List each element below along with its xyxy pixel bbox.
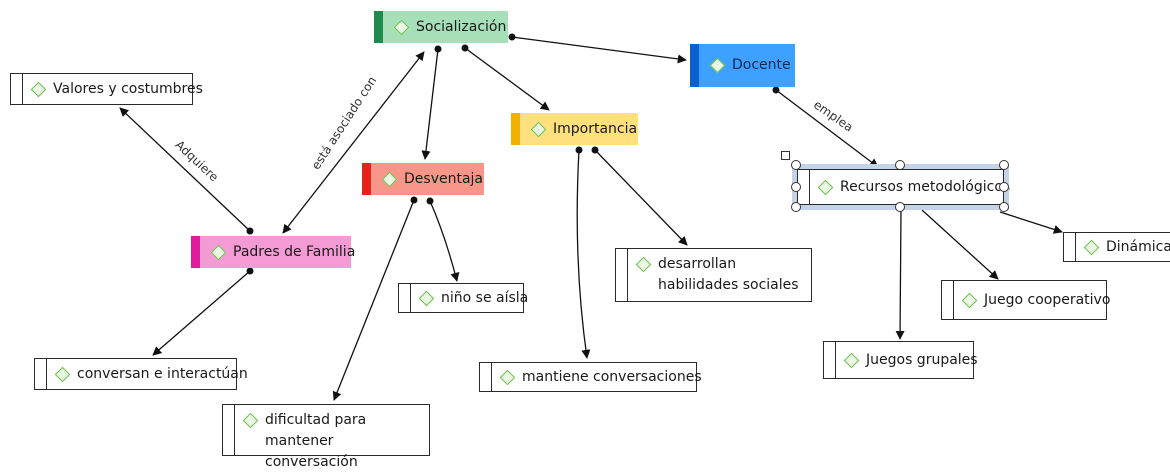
selection-anchor-handle[interactable] (781, 151, 790, 160)
topic-diamond-icon (242, 412, 259, 429)
edge-importancia-habilidades (594, 149, 688, 246)
node-color-tab (191, 236, 200, 268)
node-label: Importancia (553, 120, 638, 137)
node-label: mantiene conversaciones (522, 368, 702, 385)
edge-dot (410, 196, 418, 204)
resize-handle-bottom-left[interactable] (791, 202, 801, 212)
node-tab (399, 284, 411, 312)
node-label: niño se aísla (441, 289, 529, 306)
edge-dot (434, 45, 442, 53)
edge-importancia-mantiene (576, 149, 591, 359)
topic-diamond-icon (54, 366, 71, 382)
edge-padres-conversan (152, 270, 251, 356)
resize-handle-bottom-right[interactable] (999, 202, 1009, 212)
node-dinamicas[interactable]: Dinámicas (1063, 232, 1170, 262)
edge-desventaja-dificultad (332, 199, 415, 401)
edge-padres-valores (119, 107, 251, 232)
topic-diamond-icon (843, 352, 860, 368)
topic-diamond-icon (817, 179, 834, 195)
node-importancia[interactable]: Importancia (511, 113, 638, 145)
edge-dot (575, 146, 583, 154)
edge-desventaja-aisla (429, 200, 460, 282)
node-docente[interactable]: Docente (690, 44, 795, 87)
node-label: dificultad para mantener conversación (265, 412, 367, 470)
node-tab (798, 170, 810, 204)
node-label: Dinámicas (1106, 238, 1170, 255)
node-tab (942, 281, 954, 319)
node-desventaja[interactable]: Desventaja (362, 163, 484, 195)
topic-diamond-icon (499, 369, 516, 385)
edge-dot (246, 267, 254, 275)
node-padres-de-familia[interactable]: Padres de Familia (191, 236, 355, 268)
resize-handle-left[interactable] (791, 182, 801, 192)
node-dificultad[interactable]: dificultad para mantener conversación (222, 404, 430, 470)
node-color-tab (374, 11, 383, 43)
node-valores-y-costumbres[interactable]: Valores y costumbres (10, 73, 203, 105)
topic-diamond-icon (961, 292, 978, 308)
topic-diamond-icon (530, 121, 547, 137)
topic-diamond-icon (709, 57, 726, 74)
node-tab (223, 405, 235, 455)
node-color-tab (362, 163, 371, 195)
node-socializacion[interactable]: Socialización (374, 11, 508, 43)
edge-dot (508, 33, 516, 41)
node-label: Socialización (416, 18, 507, 35)
node-label: Padres de Familia (233, 243, 356, 260)
topic-diamond-icon (1083, 239, 1100, 255)
node-label: desarrollan habilidades sociales (658, 256, 799, 293)
node-tab (1064, 233, 1076, 261)
edge-socializacion-importancia (464, 47, 550, 111)
node-tab (824, 342, 836, 378)
node-label: Docente (732, 57, 791, 73)
resize-handle-top[interactable] (895, 160, 905, 170)
edge-socializacion-docente (511, 36, 687, 64)
node-tab (35, 359, 47, 389)
node-tab (616, 249, 628, 301)
resize-handle-right[interactable] (999, 182, 1009, 192)
edge-dot (461, 44, 469, 52)
node-label: Desventaja (404, 170, 483, 187)
topic-diamond-icon (381, 171, 398, 187)
node-recursos-metodologicos[interactable]: Recursos metodológicos (792, 164, 1010, 210)
topic-diamond-icon (418, 290, 435, 306)
node-label: Recursos metodológicos (840, 178, 1011, 195)
edge-dot (426, 197, 434, 205)
connector-lines (119, 33, 1063, 401)
resize-handle-bottom[interactable] (895, 202, 905, 212)
edge-docente-recursos (775, 89, 879, 168)
node-tab (11, 74, 23, 104)
node-label: Juego cooperativo (984, 291, 1111, 308)
resize-handle-top-left[interactable] (791, 160, 801, 170)
node-conversan-e-interactuan[interactable]: conversan e interactúan (34, 358, 248, 390)
edge-recursos-dinamicas (999, 211, 1063, 234)
topic-diamond-icon (210, 244, 227, 260)
topic-diamond-icon (393, 19, 410, 35)
node-juegos-grupales[interactable]: Juegos grupales (823, 341, 978, 379)
edge-padres-socializacion (282, 51, 425, 234)
node-label: conversan e interactúan (77, 365, 248, 382)
node-label: Valores y costumbres (53, 80, 203, 97)
node-mantiene-conversaciones[interactable]: mantiene conversaciones (479, 362, 702, 392)
edge-dot (591, 146, 599, 154)
node-nino-se-aisla[interactable]: niño se aísla (398, 283, 528, 313)
node-desarrollan-habilidades[interactable]: desarrollan habilidades sociales (615, 248, 812, 302)
edge-dot (246, 227, 254, 235)
node-color-tab (511, 113, 520, 145)
edge-dot (772, 86, 780, 94)
node-color-tab (690, 44, 699, 87)
topic-diamond-icon (30, 81, 47, 97)
edge-recursos-cooperativo (921, 209, 999, 280)
edge-socializacion-desventaja (421, 48, 439, 160)
resize-handle-top-right[interactable] (999, 160, 1009, 170)
edge-recursos-grupales (895, 209, 905, 340)
node-label: Juegos grupales (866, 351, 978, 368)
topic-diamond-icon (635, 256, 652, 273)
node-juego-cooperativo[interactable]: Juego cooperativo (941, 280, 1111, 320)
node-tab (480, 363, 492, 391)
